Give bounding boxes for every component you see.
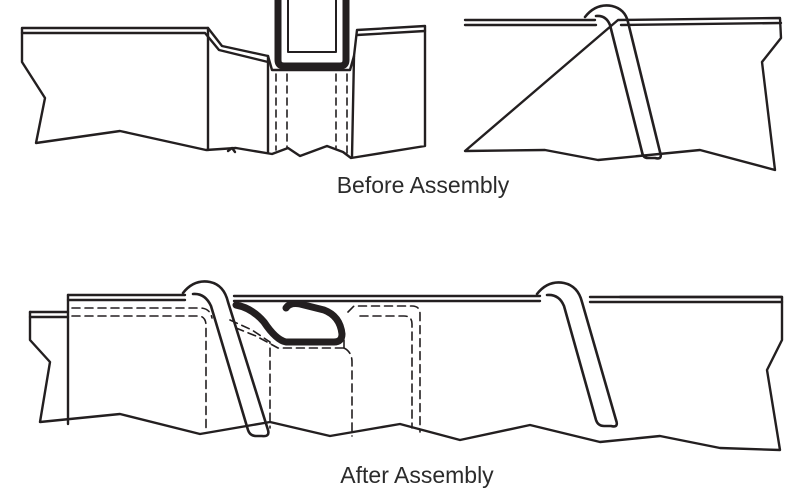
before-right-panel [463, 16, 783, 172]
before-left-panel [20, 24, 427, 160]
before-assembly-label: Before Assembly [336, 172, 510, 198]
before-channel-clip [274, 0, 350, 70]
after-base-panel [28, 293, 784, 452]
after-assembly-group [28, 280, 784, 452]
after-wire-hook-left [181, 280, 270, 438]
after-hidden-lines [71, 305, 421, 437]
before-wire-hook [583, 4, 663, 160]
before-assembly-group [20, 0, 783, 172]
after-assembly-label: After Assembly [340, 462, 494, 488]
after-wire-hook-right [535, 281, 619, 428]
after-channel-clip [232, 300, 346, 346]
